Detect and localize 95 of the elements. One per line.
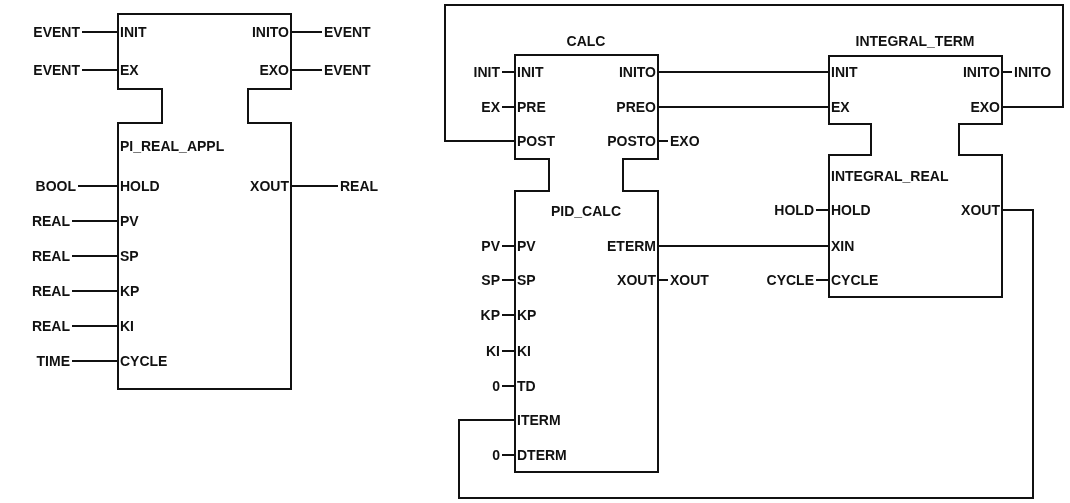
connector-line <box>81 69 118 71</box>
instance-name: CALC <box>566 33 606 49</box>
connector-line <box>501 350 515 352</box>
port-name: XOUT <box>250 178 292 194</box>
variable-name: PV <box>481 238 502 254</box>
variable-name: TIME <box>36 353 72 369</box>
function-block <box>828 55 1003 298</box>
connector-line <box>815 209 829 211</box>
connector-line <box>77 185 118 187</box>
connector-line <box>71 290 118 292</box>
connector-line <box>71 360 118 362</box>
variable-name: INIT <box>473 64 502 80</box>
port-name: POSTO <box>607 133 659 149</box>
connector-line <box>291 185 339 187</box>
variable-name: REAL <box>31 248 72 264</box>
connector-line <box>658 71 829 73</box>
port-name: PV <box>514 238 536 254</box>
port-name: POST <box>514 133 556 149</box>
port-name: KI <box>514 343 531 359</box>
port-name: HOLD <box>828 202 871 218</box>
variable-name: 0 <box>492 447 502 463</box>
port-name: EXO <box>259 62 292 78</box>
variable-name: EVENT <box>33 62 82 78</box>
function-block <box>514 54 659 473</box>
instance-name: INTEGRAL_TERM <box>855 33 975 49</box>
connector-line <box>501 454 515 456</box>
port-name: INIT <box>117 24 147 40</box>
variable-name: SP <box>481 272 502 288</box>
variable-name: REAL <box>31 318 72 334</box>
port-name: SP <box>514 272 536 288</box>
port-name: PV <box>117 213 139 229</box>
connector-line <box>444 4 1064 142</box>
connector-line <box>71 220 118 222</box>
connector-line <box>501 71 515 73</box>
variable-name: EX <box>481 99 502 115</box>
port-name: CYCLE <box>828 272 879 288</box>
variable-name: EXO <box>668 133 700 149</box>
connector-line <box>501 314 515 316</box>
variable-name: 0 <box>492 378 502 394</box>
variable-name: REAL <box>31 213 72 229</box>
port-name: INIT <box>828 64 858 80</box>
connector-line <box>501 279 515 281</box>
connector-line <box>501 245 515 247</box>
variable-name: BOOL <box>35 178 78 194</box>
block-type-name: INTEGRAL_REAL <box>830 168 950 184</box>
connector-line <box>458 209 1034 499</box>
port-name: KP <box>117 283 140 299</box>
variable-name: REAL <box>31 283 72 299</box>
connector-line <box>658 245 829 247</box>
connector-line <box>501 385 515 387</box>
port-name: XIN <box>828 238 855 254</box>
variable-name: INITO <box>1012 64 1052 80</box>
variable-name: HOLD <box>774 202 816 218</box>
connector-line <box>658 106 829 108</box>
port-name: PREO <box>616 99 659 115</box>
port-name: ITERM <box>514 412 561 428</box>
variable-name: XOUT <box>668 272 709 288</box>
variable-name: KI <box>486 343 502 359</box>
port-name: XOUT <box>961 202 1003 218</box>
connector-line <box>291 31 323 33</box>
port-name: XOUT <box>617 272 659 288</box>
connector-line <box>1002 71 1013 73</box>
port-name: EXO <box>970 99 1003 115</box>
block-type-name: PID_CALC <box>550 203 622 219</box>
port-name: CYCLE <box>117 353 168 369</box>
port-name: INITO <box>962 64 1003 80</box>
port-name: DTERM <box>514 447 567 463</box>
port-name: ETERM <box>607 238 659 254</box>
variable-name: CYCLE <box>766 272 816 288</box>
connector-line <box>501 106 515 108</box>
connector-line <box>291 69 323 71</box>
port-name: TD <box>514 378 536 394</box>
port-name: HOLD <box>117 178 160 194</box>
connector-line <box>658 140 669 142</box>
port-name: KP <box>514 307 537 323</box>
port-name: EX <box>828 99 850 115</box>
variable-name: EVENT <box>322 62 371 78</box>
port-name: INITO <box>251 24 292 40</box>
variable-name: REAL <box>338 178 379 194</box>
port-name: PRE <box>514 99 546 115</box>
function-block <box>117 13 292 390</box>
variable-name: EVENT <box>322 24 371 40</box>
connector-line <box>71 325 118 327</box>
port-name: EX <box>117 62 139 78</box>
block-type-name: PI_REAL_APPL <box>119 138 226 154</box>
variable-name: EVENT <box>33 24 82 40</box>
connector-line <box>815 279 829 281</box>
connector-line <box>71 255 118 257</box>
port-name: INIT <box>514 64 544 80</box>
variable-name: KP <box>480 307 502 323</box>
connector-line <box>81 31 118 33</box>
port-name: INITO <box>618 64 659 80</box>
port-name: KI <box>117 318 134 334</box>
port-name: SP <box>117 248 139 264</box>
connector-line <box>658 279 669 281</box>
